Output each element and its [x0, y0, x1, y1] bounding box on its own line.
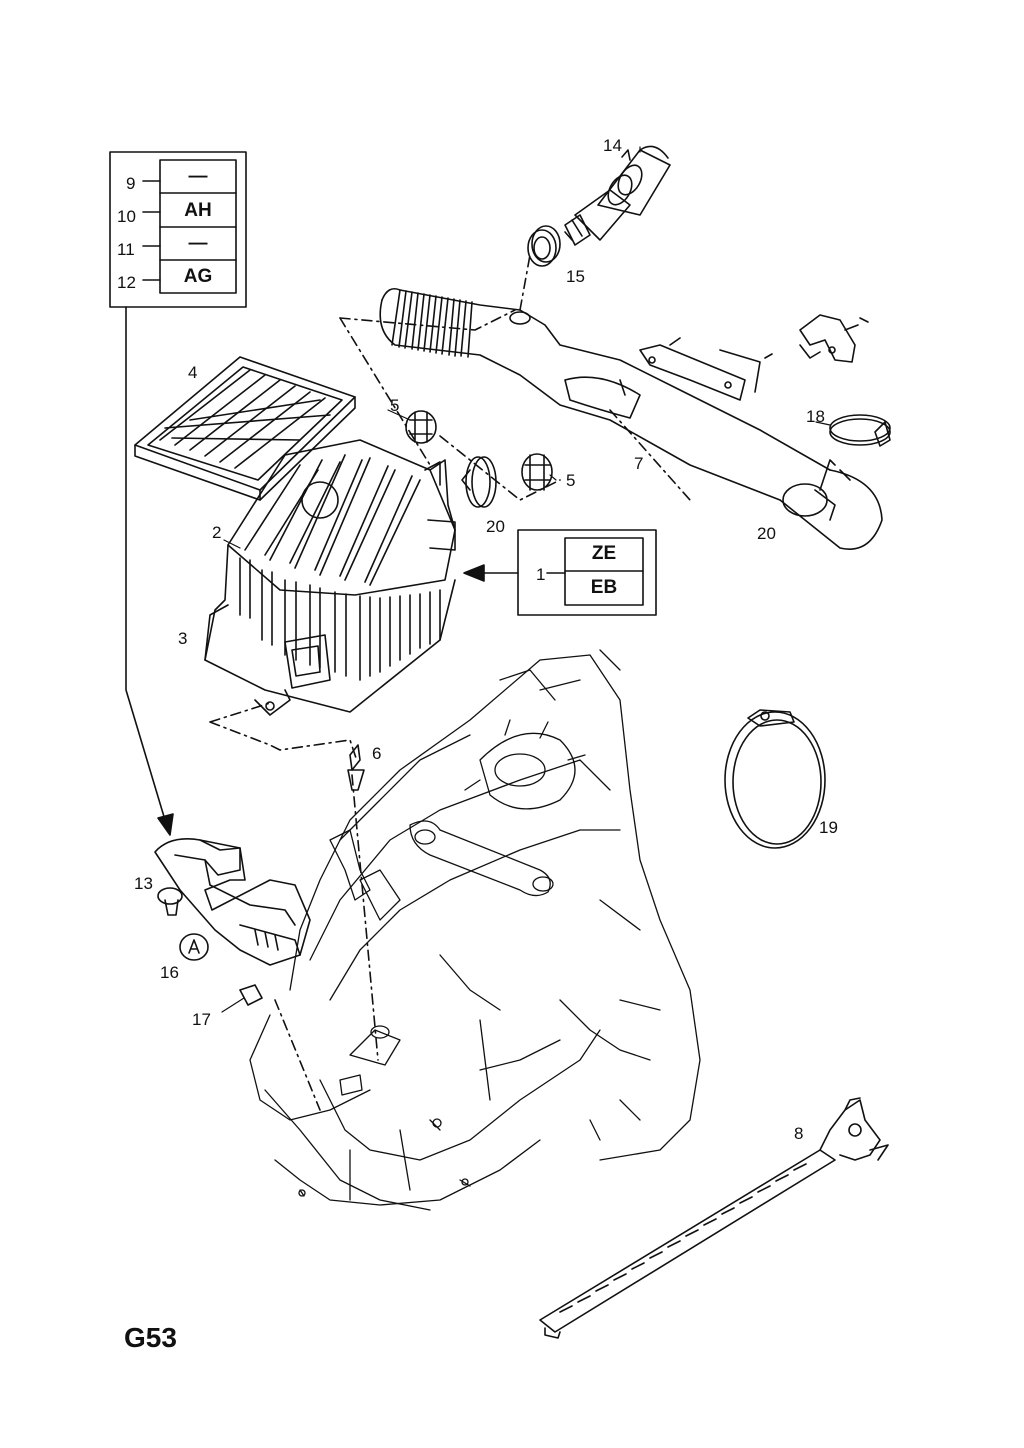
leader-lines	[223, 146, 831, 549]
callout-6: 6	[372, 744, 382, 763]
legend-box-frame	[109, 151, 247, 836]
callout-5-lower: 5	[566, 471, 576, 490]
hose-clamp-20	[461, 456, 497, 508]
variant-code-eb: EB	[590, 577, 618, 598]
legend-row-11-code: —	[188, 233, 208, 254]
callout-5-upper: 5	[390, 396, 400, 415]
callout-7: 7	[634, 454, 644, 473]
air-filter-element	[134, 356, 356, 501]
grommets	[405, 410, 553, 491]
housing-body	[204, 544, 456, 716]
callout-4: 4	[188, 363, 198, 382]
small-fasteners	[157, 887, 263, 1013]
vehicle-body	[249, 649, 701, 1211]
callout-2: 2	[212, 523, 222, 542]
intake-duct	[379, 287, 883, 550]
variant-box-number: 1	[536, 565, 546, 584]
legend-row-9-code: —	[188, 166, 208, 187]
callout-17: 17	[192, 1010, 211, 1029]
callout-19: 19	[819, 818, 838, 837]
callout-18: 18	[806, 407, 825, 426]
legend-row-9-number: 9	[126, 174, 136, 193]
hose-clamp-large	[724, 709, 826, 849]
legend-row-12-number: 12	[117, 273, 136, 292]
callout-3: 3	[178, 629, 188, 648]
callout-13: 13	[134, 874, 153, 893]
legend-row-12-code: AG	[183, 266, 213, 287]
variant-code-ze: ZE	[591, 543, 617, 564]
housing-cover	[227, 439, 456, 596]
callout-16: 16	[160, 963, 179, 982]
callout-20-left: 20	[486, 517, 505, 536]
inlet-snorkel	[154, 838, 311, 966]
duct-bracket	[639, 314, 869, 401]
legend-row-11-number: 11	[117, 240, 135, 259]
callout-14: 14	[603, 136, 622, 155]
page-code: G53	[124, 1322, 177, 1353]
mounting-pin	[347, 744, 365, 791]
hose-clamp-small	[829, 414, 891, 447]
callout-15: 15	[566, 267, 585, 286]
legend-row-10-code: AH	[184, 200, 212, 221]
intake-nozzle	[527, 145, 671, 267]
legend-row-10-number: 10	[117, 207, 136, 226]
callout-8: 8	[794, 1124, 804, 1143]
callout-20-right: 20	[757, 524, 776, 543]
cable-tie	[539, 1097, 889, 1339]
variant-box-frame	[463, 529, 657, 616]
